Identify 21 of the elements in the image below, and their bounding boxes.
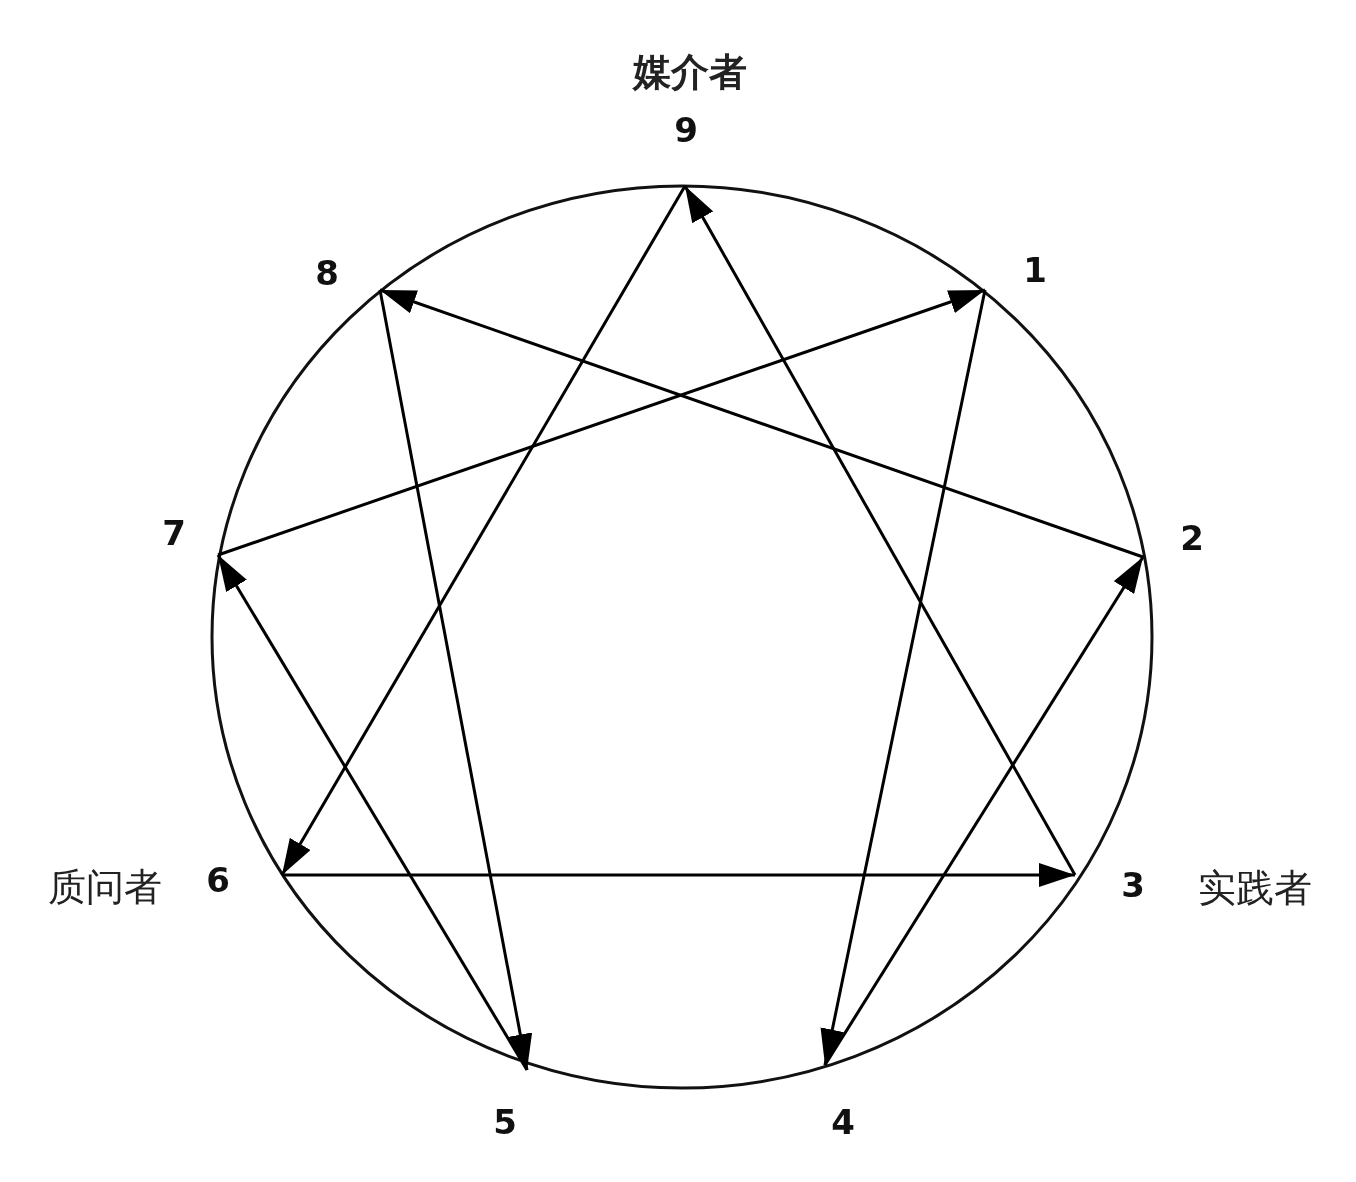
point-number: 4 [831, 1105, 855, 1139]
type-label: 实践者 [1198, 869, 1312, 907]
arrow [378, 289, 533, 1071]
arrow [280, 185, 687, 876]
point-number: 9 [674, 113, 698, 147]
point-number: 7 [162, 516, 186, 550]
point-number: 2 [1180, 521, 1204, 555]
arrow [820, 289, 987, 1066]
type-label: 质问者 [48, 868, 162, 906]
point-number: 8 [315, 256, 339, 290]
point-number: 5 [493, 1105, 517, 1139]
arrow [379, 288, 1144, 559]
point-number: 3 [1121, 868, 1145, 902]
arrow [683, 185, 1077, 876]
arrow [282, 863, 1075, 887]
arrow [217, 288, 986, 557]
arrow [823, 556, 1145, 1066]
point-number: 6 [206, 863, 230, 897]
type-label: 媒介者 [633, 53, 747, 91]
point-number: 1 [1023, 253, 1047, 287]
arrow [216, 554, 529, 1071]
